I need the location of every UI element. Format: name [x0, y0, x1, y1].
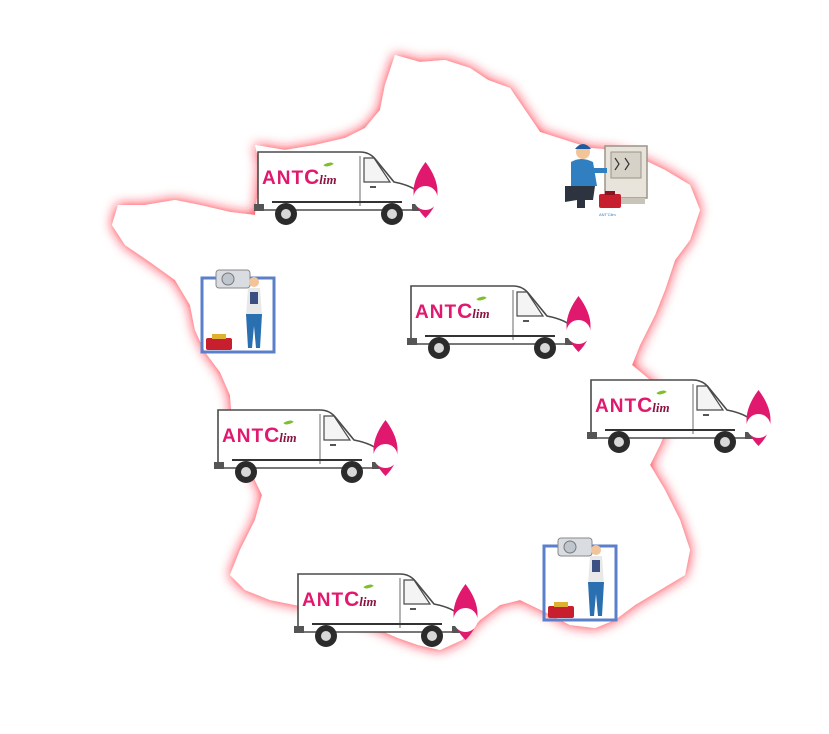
brand-c: C: [304, 166, 320, 189]
van-west: ANTClim: [212, 406, 398, 486]
technician-southeast: [540, 536, 620, 626]
van-north: ANTClim: [252, 148, 438, 228]
brand-logo: ANTClim: [595, 394, 670, 418]
van-center: ANTClim: [405, 282, 591, 362]
van-icon: [294, 573, 464, 647]
brand-ant: ANT: [302, 590, 345, 611]
brand-ant: ANT: [262, 168, 305, 189]
brand-ant: ANT: [222, 426, 265, 447]
brand-logo: ANTClim: [262, 166, 337, 190]
van-south: ANTClim: [292, 570, 478, 650]
brand-ant: ANT: [595, 396, 638, 417]
technician-northeast: ANT'Clim: [555, 138, 655, 218]
technician-air-conditioner-icon: [200, 269, 276, 354]
brand-lim: lim: [279, 430, 297, 445]
brand-c: C: [344, 588, 360, 611]
van-icon: [214, 409, 384, 483]
drop-swirl-icon: [746, 390, 771, 446]
drop-swirl-icon: [453, 584, 478, 640]
technician-air-conditioner-icon: [542, 537, 618, 622]
svg-text:ANT'Clim: ANT'Clim: [599, 212, 616, 217]
drop-swirl-icon: [566, 296, 591, 352]
brand-lim: lim: [319, 172, 337, 187]
brand-logo: ANTClim: [302, 588, 377, 612]
drop-swirl-icon: [373, 420, 398, 476]
brand-lim: lim: [472, 306, 490, 321]
brand-c: C: [457, 300, 473, 323]
brand-c: C: [264, 424, 280, 447]
drop-swirl-icon: [413, 162, 438, 218]
technician-electric-panel-icon: ANT'Clim: [565, 144, 648, 217]
van-icon: [254, 151, 424, 225]
brand-logo: ANTClim: [222, 424, 297, 448]
brand-lim: lim: [359, 594, 377, 609]
brand-c: C: [637, 394, 653, 417]
brand-logo: ANTClim: [415, 300, 490, 324]
van-icon: [407, 285, 577, 359]
technician-west: [198, 268, 278, 358]
brand-ant: ANT: [415, 302, 458, 323]
van-east: ANTClim: [585, 376, 771, 456]
van-icon: [587, 379, 757, 453]
brand-lim: lim: [652, 400, 670, 415]
